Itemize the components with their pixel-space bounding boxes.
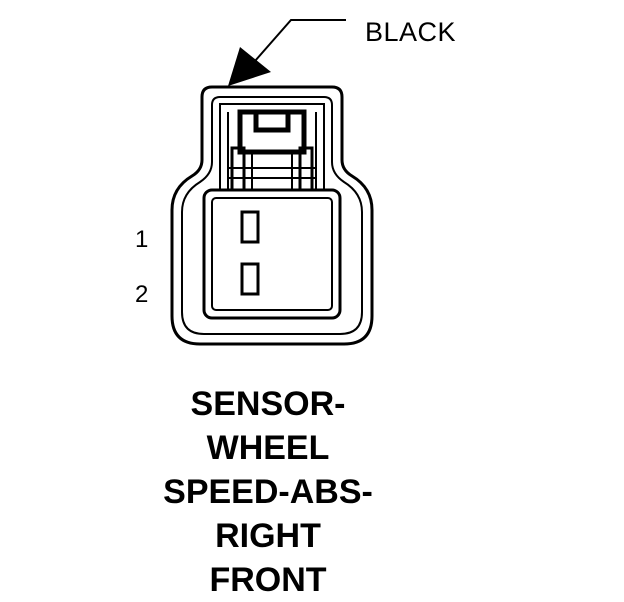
connector-body	[170, 85, 374, 346]
callout-leader	[228, 19, 346, 86]
connector-outer-outline	[170, 85, 374, 346]
connector-inner-outline	[181, 96, 363, 335]
leader-line	[254, 19, 346, 62]
title-line-5: FRONT	[209, 561, 327, 599]
latch-tab	[237, 109, 307, 155]
wire-color-label: BLACK	[365, 17, 457, 47]
title-line-4: RIGHT	[215, 517, 321, 555]
latch-tab-notch	[253, 112, 291, 133]
pin-label-2: 2	[135, 281, 149, 308]
leader-arrowhead	[228, 47, 271, 86]
connector-latch	[219, 103, 325, 192]
pin-cavity-1	[240, 210, 260, 244]
terminal-face-outer	[202, 188, 342, 320]
terminal-face	[202, 188, 342, 320]
pin-label-1: 1	[135, 226, 149, 253]
title-line-3: SPEED-ABS-	[163, 473, 373, 511]
connector-title: SENSOR- WHEEL SPEED-ABS- RIGHT FRONT	[110, 382, 426, 602]
title-line-2: WHEEL	[206, 429, 330, 467]
terminal-face-inner	[211, 197, 333, 311]
pin-cavity-2	[240, 262, 260, 296]
title-line-1: SENSOR-	[190, 385, 346, 423]
